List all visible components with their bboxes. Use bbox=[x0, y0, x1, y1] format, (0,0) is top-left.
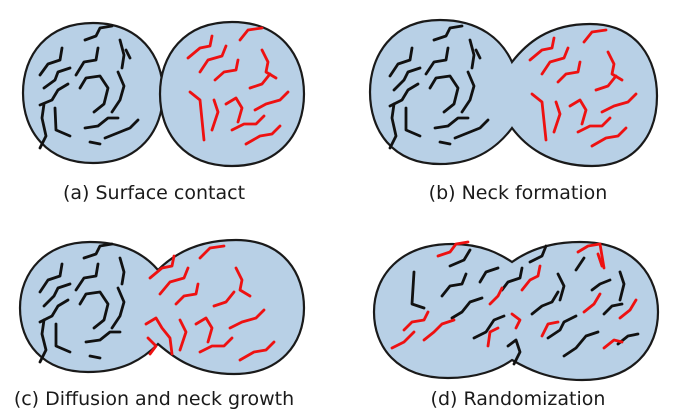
polymer-chain-black bbox=[440, 142, 450, 144]
caption-panel-b: (b) Neck formation bbox=[429, 184, 608, 203]
panel-c bbox=[20, 240, 304, 374]
panel-d bbox=[374, 242, 658, 380]
polymer-chain-black bbox=[90, 142, 100, 144]
particle-neck-c bbox=[20, 240, 304, 374]
panel-a bbox=[23, 22, 304, 166]
particle-neck-b bbox=[370, 20, 657, 166]
caption-panel-d: (d) Randomization bbox=[431, 390, 606, 409]
particle-right-a bbox=[160, 22, 304, 166]
caption-panel-c: (c) Diffusion and neck growth bbox=[14, 390, 294, 409]
caption-panel-a: (a) Surface contact bbox=[63, 184, 245, 203]
polymer-chain-black bbox=[90, 356, 100, 358]
panel-b bbox=[370, 20, 657, 166]
